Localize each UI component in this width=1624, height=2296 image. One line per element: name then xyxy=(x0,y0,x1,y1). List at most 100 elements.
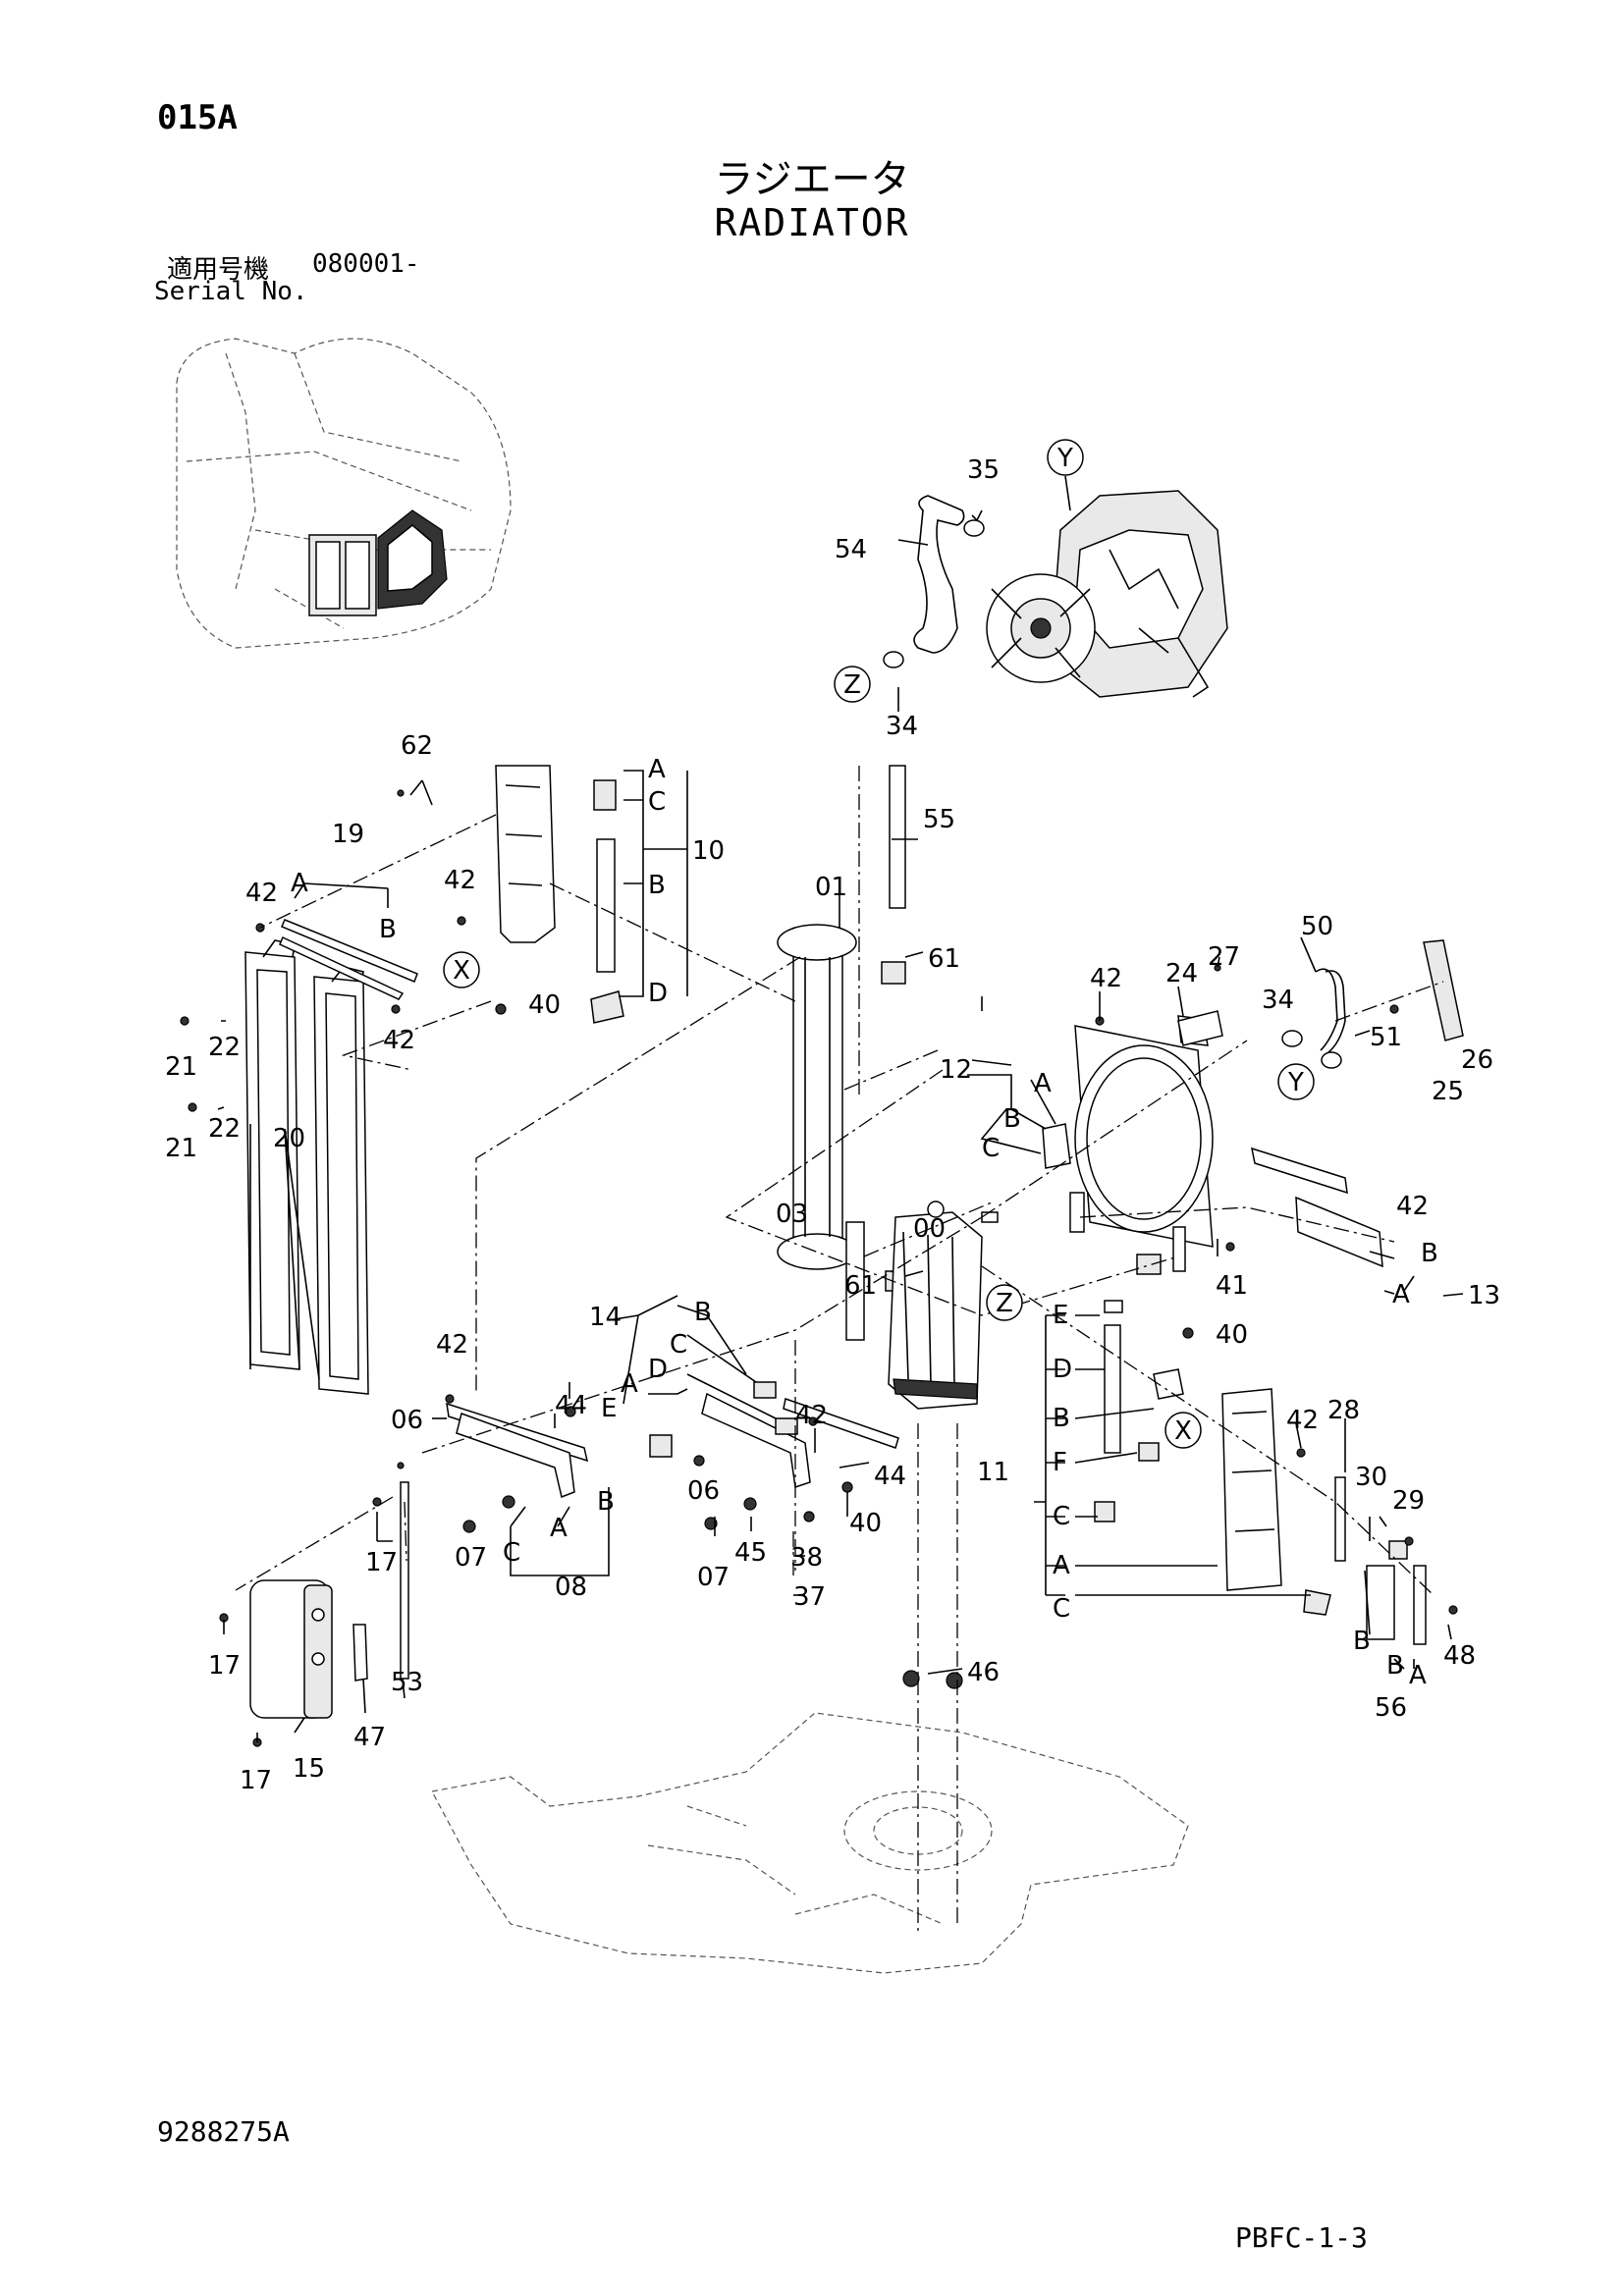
callout-label: C xyxy=(1053,1594,1070,1624)
callout-label: 62 xyxy=(401,731,433,761)
reference-mark: Z xyxy=(996,1289,1013,1318)
assembly-center-lines xyxy=(235,766,1444,1934)
callout-label: 35 xyxy=(967,455,1000,485)
page-code: 015A xyxy=(157,98,238,137)
base-frame-illustration xyxy=(431,1712,1189,1974)
callout-label: 47 xyxy=(353,1723,386,1752)
callout-label: B xyxy=(1386,1651,1404,1681)
callout-label: 42 xyxy=(245,879,278,908)
callout-label: 34 xyxy=(1262,986,1294,1015)
callout-label: 06 xyxy=(391,1406,423,1435)
callout-label: 20 xyxy=(273,1124,305,1153)
engine-illustration xyxy=(986,490,1228,698)
callout-label: B xyxy=(379,915,397,944)
callout-label: 03 xyxy=(776,1200,808,1229)
callout-label: 42 xyxy=(795,1401,828,1430)
page-reference: PBFC-1-3 xyxy=(1235,2221,1368,2254)
callout-label: 37 xyxy=(793,1582,826,1612)
lower-bracket-assembly xyxy=(446,1381,899,1499)
serial-label-english: Serial No. xyxy=(154,277,308,306)
callout-label: 56 xyxy=(1375,1693,1407,1723)
callout-label: D xyxy=(648,1355,668,1384)
callout-label: 42 xyxy=(1090,964,1122,993)
callout-label: A xyxy=(648,755,666,784)
callout-label: 25 xyxy=(1432,1077,1464,1106)
reference-mark-circles xyxy=(443,439,1315,1449)
callout-label: 17 xyxy=(208,1651,241,1681)
callout-label: 42 xyxy=(1396,1192,1429,1221)
callout-label: 22 xyxy=(208,1033,241,1062)
callout-label: C xyxy=(503,1538,520,1568)
callout-label: 07 xyxy=(697,1563,730,1592)
callout-label: 55 xyxy=(923,805,955,834)
callout-label: 42 xyxy=(1286,1406,1319,1435)
callout-label: C xyxy=(670,1330,687,1360)
callout-label: 24 xyxy=(1165,959,1198,988)
title-japanese: ラジエータ xyxy=(714,157,910,202)
vertical-bracket-part xyxy=(495,765,624,1024)
callout-label: A xyxy=(1034,1069,1052,1098)
reference-mark: X xyxy=(453,956,470,986)
callout-label: C xyxy=(982,1134,1000,1163)
callout-label: E xyxy=(1053,1301,1068,1330)
callout-label: 50 xyxy=(1301,912,1333,941)
callout-label: A xyxy=(1392,1280,1410,1309)
left-screen-frames xyxy=(244,919,418,1395)
callout-label: 41 xyxy=(1216,1271,1248,1301)
callout-label: 38 xyxy=(790,1543,823,1573)
serial-number-value: 080001- xyxy=(312,249,420,279)
callout-label: 00 xyxy=(913,1214,946,1244)
callout-label: 51 xyxy=(1370,1023,1402,1052)
side-plates-part xyxy=(1251,1147,1383,1268)
callout-label: 21 xyxy=(165,1134,197,1163)
callout-label: 54 xyxy=(835,535,867,564)
callout-label: 40 xyxy=(528,990,561,1020)
upper-hose-part xyxy=(883,495,985,668)
callout-label: 06 xyxy=(687,1476,720,1506)
callout-label: 11 xyxy=(977,1458,1009,1487)
callout-label: 45 xyxy=(734,1538,767,1568)
callout-label: 42 xyxy=(444,866,476,895)
callout-label: 15 xyxy=(293,1754,325,1784)
callout-label: A xyxy=(1409,1661,1427,1690)
callout-label: B xyxy=(1053,1404,1070,1433)
oil-cooler-part xyxy=(777,765,906,1292)
callout-label: D xyxy=(648,979,668,1008)
callout-label: F xyxy=(1053,1448,1067,1477)
callout-label: B xyxy=(694,1298,712,1327)
callout-label: 08 xyxy=(555,1573,587,1602)
callout-label: C xyxy=(648,787,666,817)
callout-label: 44 xyxy=(555,1391,587,1420)
callout-label: 40 xyxy=(1216,1320,1248,1350)
callout-label: 12 xyxy=(940,1055,972,1085)
hose-cap-assembly xyxy=(1177,939,1464,1069)
callout-label: 40 xyxy=(849,1509,882,1538)
callout-label: C xyxy=(1053,1502,1070,1531)
callout-label: 30 xyxy=(1355,1463,1387,1492)
drawing-number: 9288275A xyxy=(157,2115,290,2148)
callout-label: A xyxy=(550,1514,568,1543)
leader-lines xyxy=(217,475,1464,1742)
reference-mark: Y xyxy=(1287,1068,1304,1097)
reference-mark: Y xyxy=(1056,444,1073,473)
callout-label: 17 xyxy=(240,1766,272,1795)
callout-label: 19 xyxy=(332,820,364,849)
callout-label: A xyxy=(1053,1551,1070,1580)
callout-label: 61 xyxy=(928,944,960,974)
callout-label: 34 xyxy=(886,712,918,741)
callout-label: 48 xyxy=(1443,1641,1476,1671)
callout-label: 26 xyxy=(1461,1045,1493,1075)
callout-label: E xyxy=(601,1394,617,1423)
callout-label: 29 xyxy=(1392,1486,1425,1516)
callout-label: D xyxy=(1053,1355,1072,1384)
callout-label: B xyxy=(1353,1627,1371,1656)
callout-label: B xyxy=(597,1487,615,1517)
callout-label: 44 xyxy=(874,1462,906,1491)
fan-shroud-part xyxy=(1042,1015,1214,1275)
callout-label: A xyxy=(621,1369,638,1399)
callout-label: 53 xyxy=(391,1668,423,1697)
reserve-tank-part xyxy=(249,1481,409,1719)
callout-label: 21 xyxy=(165,1052,197,1082)
callout-label: 27 xyxy=(1208,942,1240,972)
